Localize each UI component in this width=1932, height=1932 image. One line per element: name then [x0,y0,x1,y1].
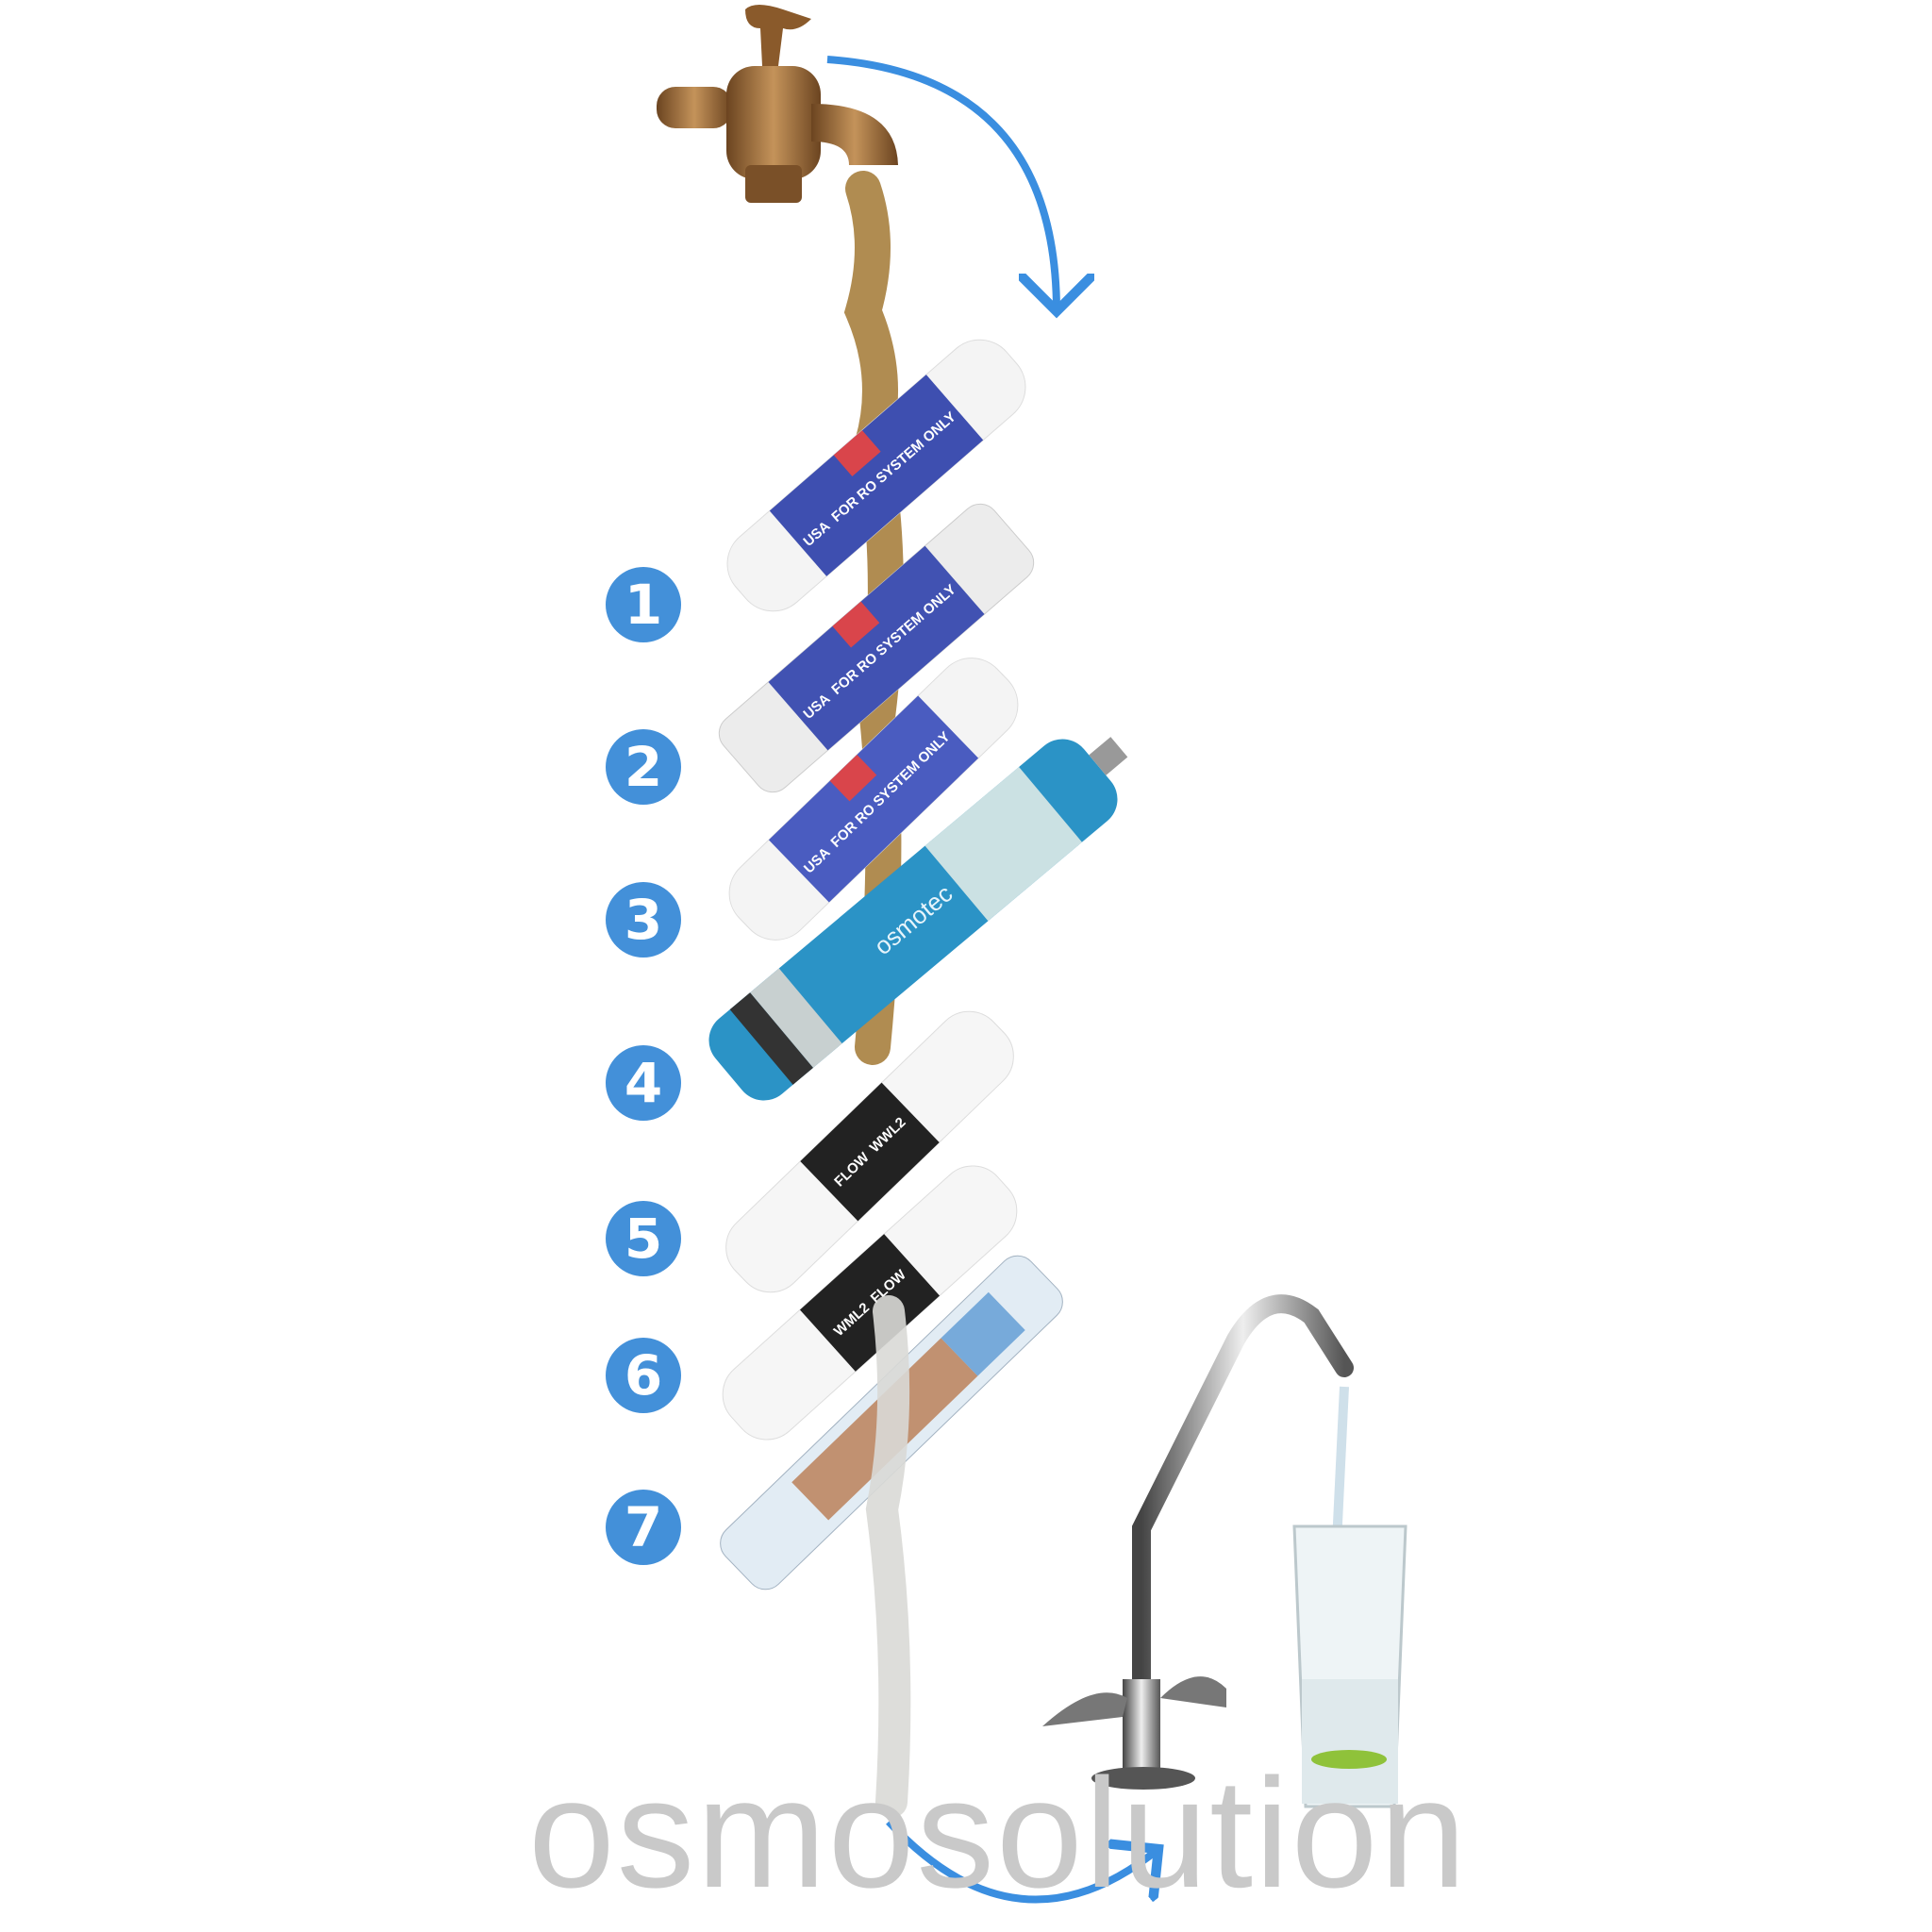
step-badge-3: 3 [606,882,681,958]
step-number: 1 [625,573,662,637]
flow-arrow-bottom [886,1819,1158,1904]
cartridge-3-sediment: USAFOR RO SYSTEM ONLY [728,658,1019,941]
step-number: 4 [625,1051,662,1115]
step-badge-4: 4 [606,1045,681,1121]
step-number: 3 [625,888,662,952]
brass-tap [657,5,898,203]
step-number: 7 [625,1495,662,1559]
watermark-osmosolution: osmosolution [528,1746,1468,1920]
step-badge-6: 6 [606,1338,681,1413]
cartridge-6-inline: WML2FLOW [722,1165,1018,1441]
step-badge-1: 1 [606,567,681,642]
drinking-faucet [1042,1294,1354,1790]
step-number: 2 [625,735,662,799]
step-badge-2: 2 [606,729,681,805]
cartridge-5-inline: FLOWWWL2 [725,1010,1014,1293]
step-badges: 1 2 3 4 5 6 7 [606,567,681,1565]
step-badge-7: 7 [606,1490,681,1565]
step-number: 5 [625,1207,662,1271]
cartridge-4-ro-membrane: osmotec [708,737,1128,1101]
step-badge-5: 5 [606,1201,681,1276]
clean-water-stream [865,1295,911,1818]
glass-of-water [1292,1524,1407,1808]
flow-arrow-top [826,56,1057,311]
cartridge-1-sediment: USAFOR RO SYSTEM ONLY [726,339,1026,612]
step-number: 6 [625,1343,662,1407]
